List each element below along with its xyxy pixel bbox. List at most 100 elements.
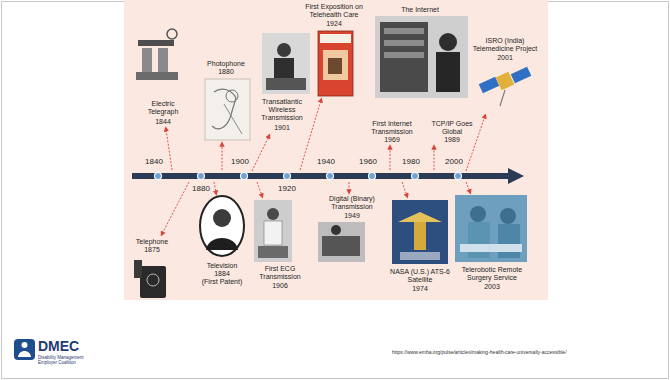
event-note: (First Patent)	[195, 278, 249, 286]
year-tick: 1840	[139, 157, 169, 166]
leader-line	[257, 182, 262, 196]
event-name: First ECG Transmission	[251, 265, 309, 281]
internet-photo	[375, 16, 468, 98]
magazine-cover	[318, 31, 353, 96]
year-tick: 1960	[353, 157, 383, 166]
event-name: Electric Telegraph	[141, 100, 185, 116]
event-year: 1924	[298, 20, 370, 28]
timeline-dot	[327, 173, 334, 180]
event-name: First Internet Transmission	[364, 120, 420, 136]
photo-ground	[262, 33, 310, 94]
year-tick: 1980	[396, 157, 426, 166]
event-name: TCP/IP Goes Global	[430, 120, 474, 136]
photo-ground	[375, 16, 468, 98]
wireless-photo	[262, 33, 310, 94]
timeline-bar	[132, 173, 510, 179]
event-name: First Exposition on Telehealth Care	[298, 3, 370, 19]
timeline-dots	[155, 173, 462, 180]
event-name: Telephone	[130, 238, 174, 246]
portrait-frame	[200, 196, 244, 256]
timeline-dot	[455, 173, 462, 180]
leader-line	[466, 182, 470, 192]
event-year: 1969	[364, 136, 420, 144]
telegraph-coil	[142, 48, 152, 72]
photo-figure	[264, 221, 282, 245]
telegraph-arm	[138, 40, 174, 46]
year-tick: 1940	[311, 157, 341, 166]
leader-lines	[162, 100, 485, 234]
event-year: 2003	[455, 283, 529, 291]
photo-desk	[266, 78, 306, 90]
timeline-dot	[369, 173, 376, 180]
event-name: Photophone	[201, 60, 251, 68]
event-year: 1989	[430, 136, 474, 144]
event-name: NASA (U.S.) ATS-6 Satellite	[387, 268, 453, 284]
event-name: The Internet	[390, 6, 450, 14]
sketch-line	[224, 104, 242, 134]
phone-receiver	[134, 260, 142, 278]
leader-line	[166, 129, 172, 170]
cover-picture	[328, 58, 342, 74]
leader-line	[402, 182, 407, 196]
photo-table	[460, 244, 522, 252]
event-year: 1880	[201, 68, 251, 76]
satellite-antenna	[500, 90, 505, 106]
event-year: 1875	[130, 246, 174, 254]
photo-ground	[455, 195, 527, 262]
ecg-photo	[254, 200, 292, 262]
computer-panel	[384, 28, 424, 34]
logo-subtitle: Disability Management Employer Coalition	[38, 355, 90, 365]
telegraph-picture	[136, 29, 178, 80]
photo-figure	[436, 52, 460, 92]
dmec-logo-icon	[14, 339, 35, 360]
image-panel	[124, 0, 548, 300]
photophone-picture	[205, 79, 250, 140]
timeline-dot	[284, 173, 291, 180]
phone-body	[140, 266, 166, 298]
portrait-picture	[200, 196, 244, 256]
event-year: 2001	[467, 54, 543, 62]
event-year: 1884	[195, 270, 249, 278]
photo-figure	[331, 225, 341, 235]
year-tick: 1900	[225, 157, 255, 166]
logo-figure	[18, 351, 31, 357]
logo-wordmark: DMEC	[38, 338, 108, 354]
leader-line	[252, 136, 269, 171]
cover-band	[320, 34, 351, 43]
surgery-photo	[455, 195, 527, 262]
timeline-dot	[241, 173, 248, 180]
event-year: 1949	[322, 212, 382, 220]
timeline-arrowhead	[508, 168, 524, 184]
computer-panel	[384, 52, 424, 58]
photo-figure	[498, 224, 520, 258]
satellite-stand	[400, 252, 440, 260]
photo-ground	[254, 200, 292, 262]
year-tick: 1920	[272, 184, 302, 193]
event-name: Telerobotic Remote Surgery Service	[455, 266, 529, 282]
satellite-body	[496, 72, 515, 91]
year-tick: 2000	[439, 157, 469, 166]
photo-figure	[470, 206, 486, 222]
event-year: 1844	[141, 118, 185, 126]
cover-picture	[323, 50, 348, 80]
nasa-photo	[392, 200, 448, 264]
photo-ground	[392, 200, 448, 264]
computer-panel	[384, 40, 424, 46]
logo-square	[14, 339, 35, 360]
year-tick: 1880	[186, 184, 216, 193]
event-year: 1906	[251, 282, 309, 290]
photo-chair	[258, 246, 288, 258]
sketch-ground	[205, 79, 250, 140]
satellite-picture	[479, 67, 532, 106]
event-name: Digital (Binary) Transmission	[322, 195, 382, 211]
satellite-dish	[398, 212, 442, 222]
event-name: Transatlantic Wireless Transmission	[253, 98, 311, 122]
event-year: 1974	[387, 285, 453, 293]
photo-figure	[439, 33, 457, 51]
photo-figure	[500, 208, 516, 224]
timeline-dot	[155, 173, 162, 180]
leader-line	[349, 182, 350, 192]
solar-panel	[511, 67, 532, 84]
